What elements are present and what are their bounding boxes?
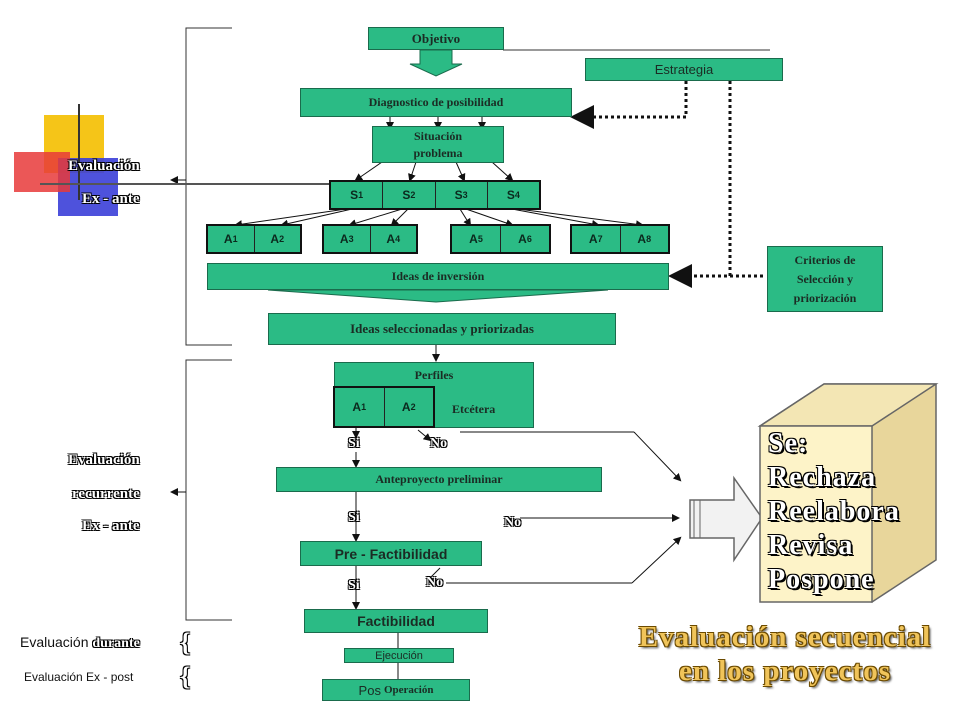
decor-vertical-line xyxy=(78,104,80,200)
diagnostico-box: Diagnostico de posibilidad xyxy=(300,88,572,117)
brace-expost: { xyxy=(180,662,191,691)
pos-label: Pos xyxy=(358,682,381,698)
no-label: No xyxy=(430,436,448,451)
eval-recurrente-label-2: recurrente xyxy=(72,486,140,502)
ejecucion-box: Ejecución xyxy=(344,648,454,663)
eval-exante-label-2: Ex - ante xyxy=(82,191,140,207)
objetivo-box: Objetivo xyxy=(368,27,504,50)
brace-durante: { xyxy=(180,628,191,657)
eval-recurrente-label-3: Ex - ante xyxy=(82,518,140,534)
eval-durante-label: Evaluación durante xyxy=(20,634,140,652)
situacion-box: Situación problema xyxy=(372,126,504,163)
no-label: No xyxy=(504,515,522,530)
title-line-1: Evaluación secuencial xyxy=(638,621,932,653)
si-label: Si xyxy=(348,436,360,451)
factibilidad-box: Factibilidad xyxy=(304,609,488,633)
ideas-seleccionadas-box: Ideas seleccionadas y priorizadas xyxy=(268,313,616,345)
outcome-item: Revisa xyxy=(768,530,854,561)
eval-recurrente-label-1: Evaluación xyxy=(68,452,140,468)
eval-durante-word: Evaluación xyxy=(20,634,89,650)
criterios-box: Criterios de Selección y priorización xyxy=(767,246,883,312)
operacion-label: Operación xyxy=(383,684,434,696)
perfiles-label: Perfiles xyxy=(414,368,454,382)
outcome-item: Reelabora xyxy=(768,496,900,527)
si-label: Si xyxy=(348,510,360,525)
prefactibilidad-box: Pre - Factibilidad xyxy=(300,541,482,566)
top-bracket xyxy=(185,27,232,346)
anteproyecto-box: Anteproyecto preliminar xyxy=(276,467,602,492)
eval-exante-label-1: Evaluación xyxy=(68,158,140,174)
inversion-down-arrow xyxy=(267,289,609,303)
page-title: Evaluación secuencial en los proyectos xyxy=(620,620,950,688)
lower-bracket xyxy=(185,359,232,621)
outcome-big-arrow xyxy=(689,475,763,563)
pos-operacion-box: Pos Operación xyxy=(322,679,470,701)
no-label: No xyxy=(426,575,444,590)
outcome-item: Rechaza xyxy=(768,462,877,493)
outcome-heading: Se: xyxy=(768,428,809,459)
title-line-2: en los proyectos xyxy=(678,655,891,687)
outcome-cube-frame xyxy=(757,383,939,604)
outcome-item: Pospone xyxy=(768,564,875,595)
eval-expost-label: Evaluación Ex - post xyxy=(24,670,134,684)
etcetera-label: Etcétera xyxy=(452,402,496,416)
decor-red-square xyxy=(14,152,70,192)
si-label: Si xyxy=(348,578,360,593)
estrategia-box: Estrategia xyxy=(585,58,783,81)
durante-word: durante xyxy=(92,636,140,651)
objetivo-down-arrow xyxy=(409,49,463,77)
ideas-inversion-box: Ideas de inversión xyxy=(207,263,669,290)
